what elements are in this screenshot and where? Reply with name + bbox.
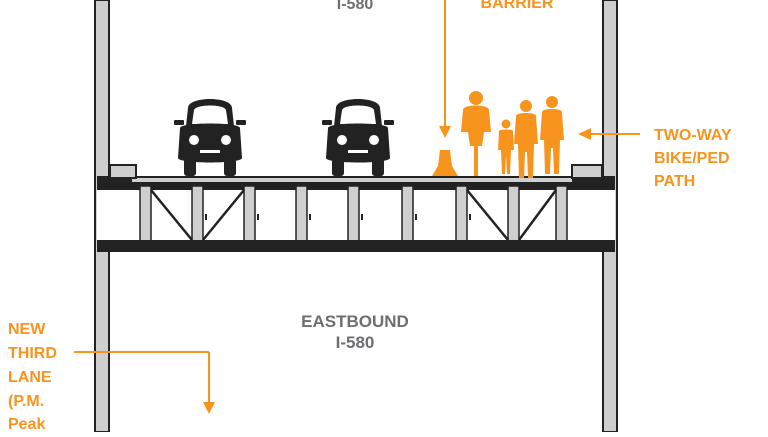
svg-text:TWO-WAY: TWO-WAY bbox=[654, 127, 732, 144]
third-lane-label: NEW THIRD LANE (P.M. Peak bbox=[8, 321, 57, 433]
cyclist-icon bbox=[461, 91, 491, 176]
adult-pedestrian-icon bbox=[514, 100, 538, 178]
barrier-icon bbox=[432, 150, 458, 176]
left-curb bbox=[109, 164, 137, 179]
svg-text:EASTBOUND: EASTBOUND bbox=[301, 312, 409, 331]
svg-text:THIRD: THIRD bbox=[8, 345, 57, 362]
svg-text:I-580: I-580 bbox=[336, 333, 375, 352]
barrier-label: BARRIER bbox=[481, 0, 554, 12]
bridge-structure bbox=[94, 0, 618, 433]
right-curb bbox=[571, 164, 603, 179]
svg-text:NEW: NEW bbox=[8, 321, 46, 338]
bike-ped-label: TWO-WAY BIKE/PED PATH bbox=[654, 127, 732, 190]
adult-pedestrian-icon bbox=[540, 96, 564, 174]
third-lane-leader bbox=[74, 351, 215, 414]
svg-text:BIKE/PED: BIKE/PED bbox=[654, 150, 730, 167]
eastbound-label: EASTBOUND I-580 bbox=[301, 312, 409, 352]
svg-text:LANE: LANE bbox=[8, 369, 52, 386]
barrier-leader bbox=[439, 0, 451, 138]
svg-text:(P.M.: (P.M. bbox=[8, 393, 44, 410]
bike-ped-leader bbox=[578, 128, 640, 140]
svg-text:PATH: PATH bbox=[654, 173, 695, 190]
svg-text:Peak: Peak bbox=[8, 416, 45, 432]
car-icon bbox=[174, 99, 246, 176]
child-pedestrian-icon bbox=[498, 119, 514, 174]
top-route-label: I-580 bbox=[337, 0, 374, 13]
car-icon bbox=[322, 99, 394, 176]
